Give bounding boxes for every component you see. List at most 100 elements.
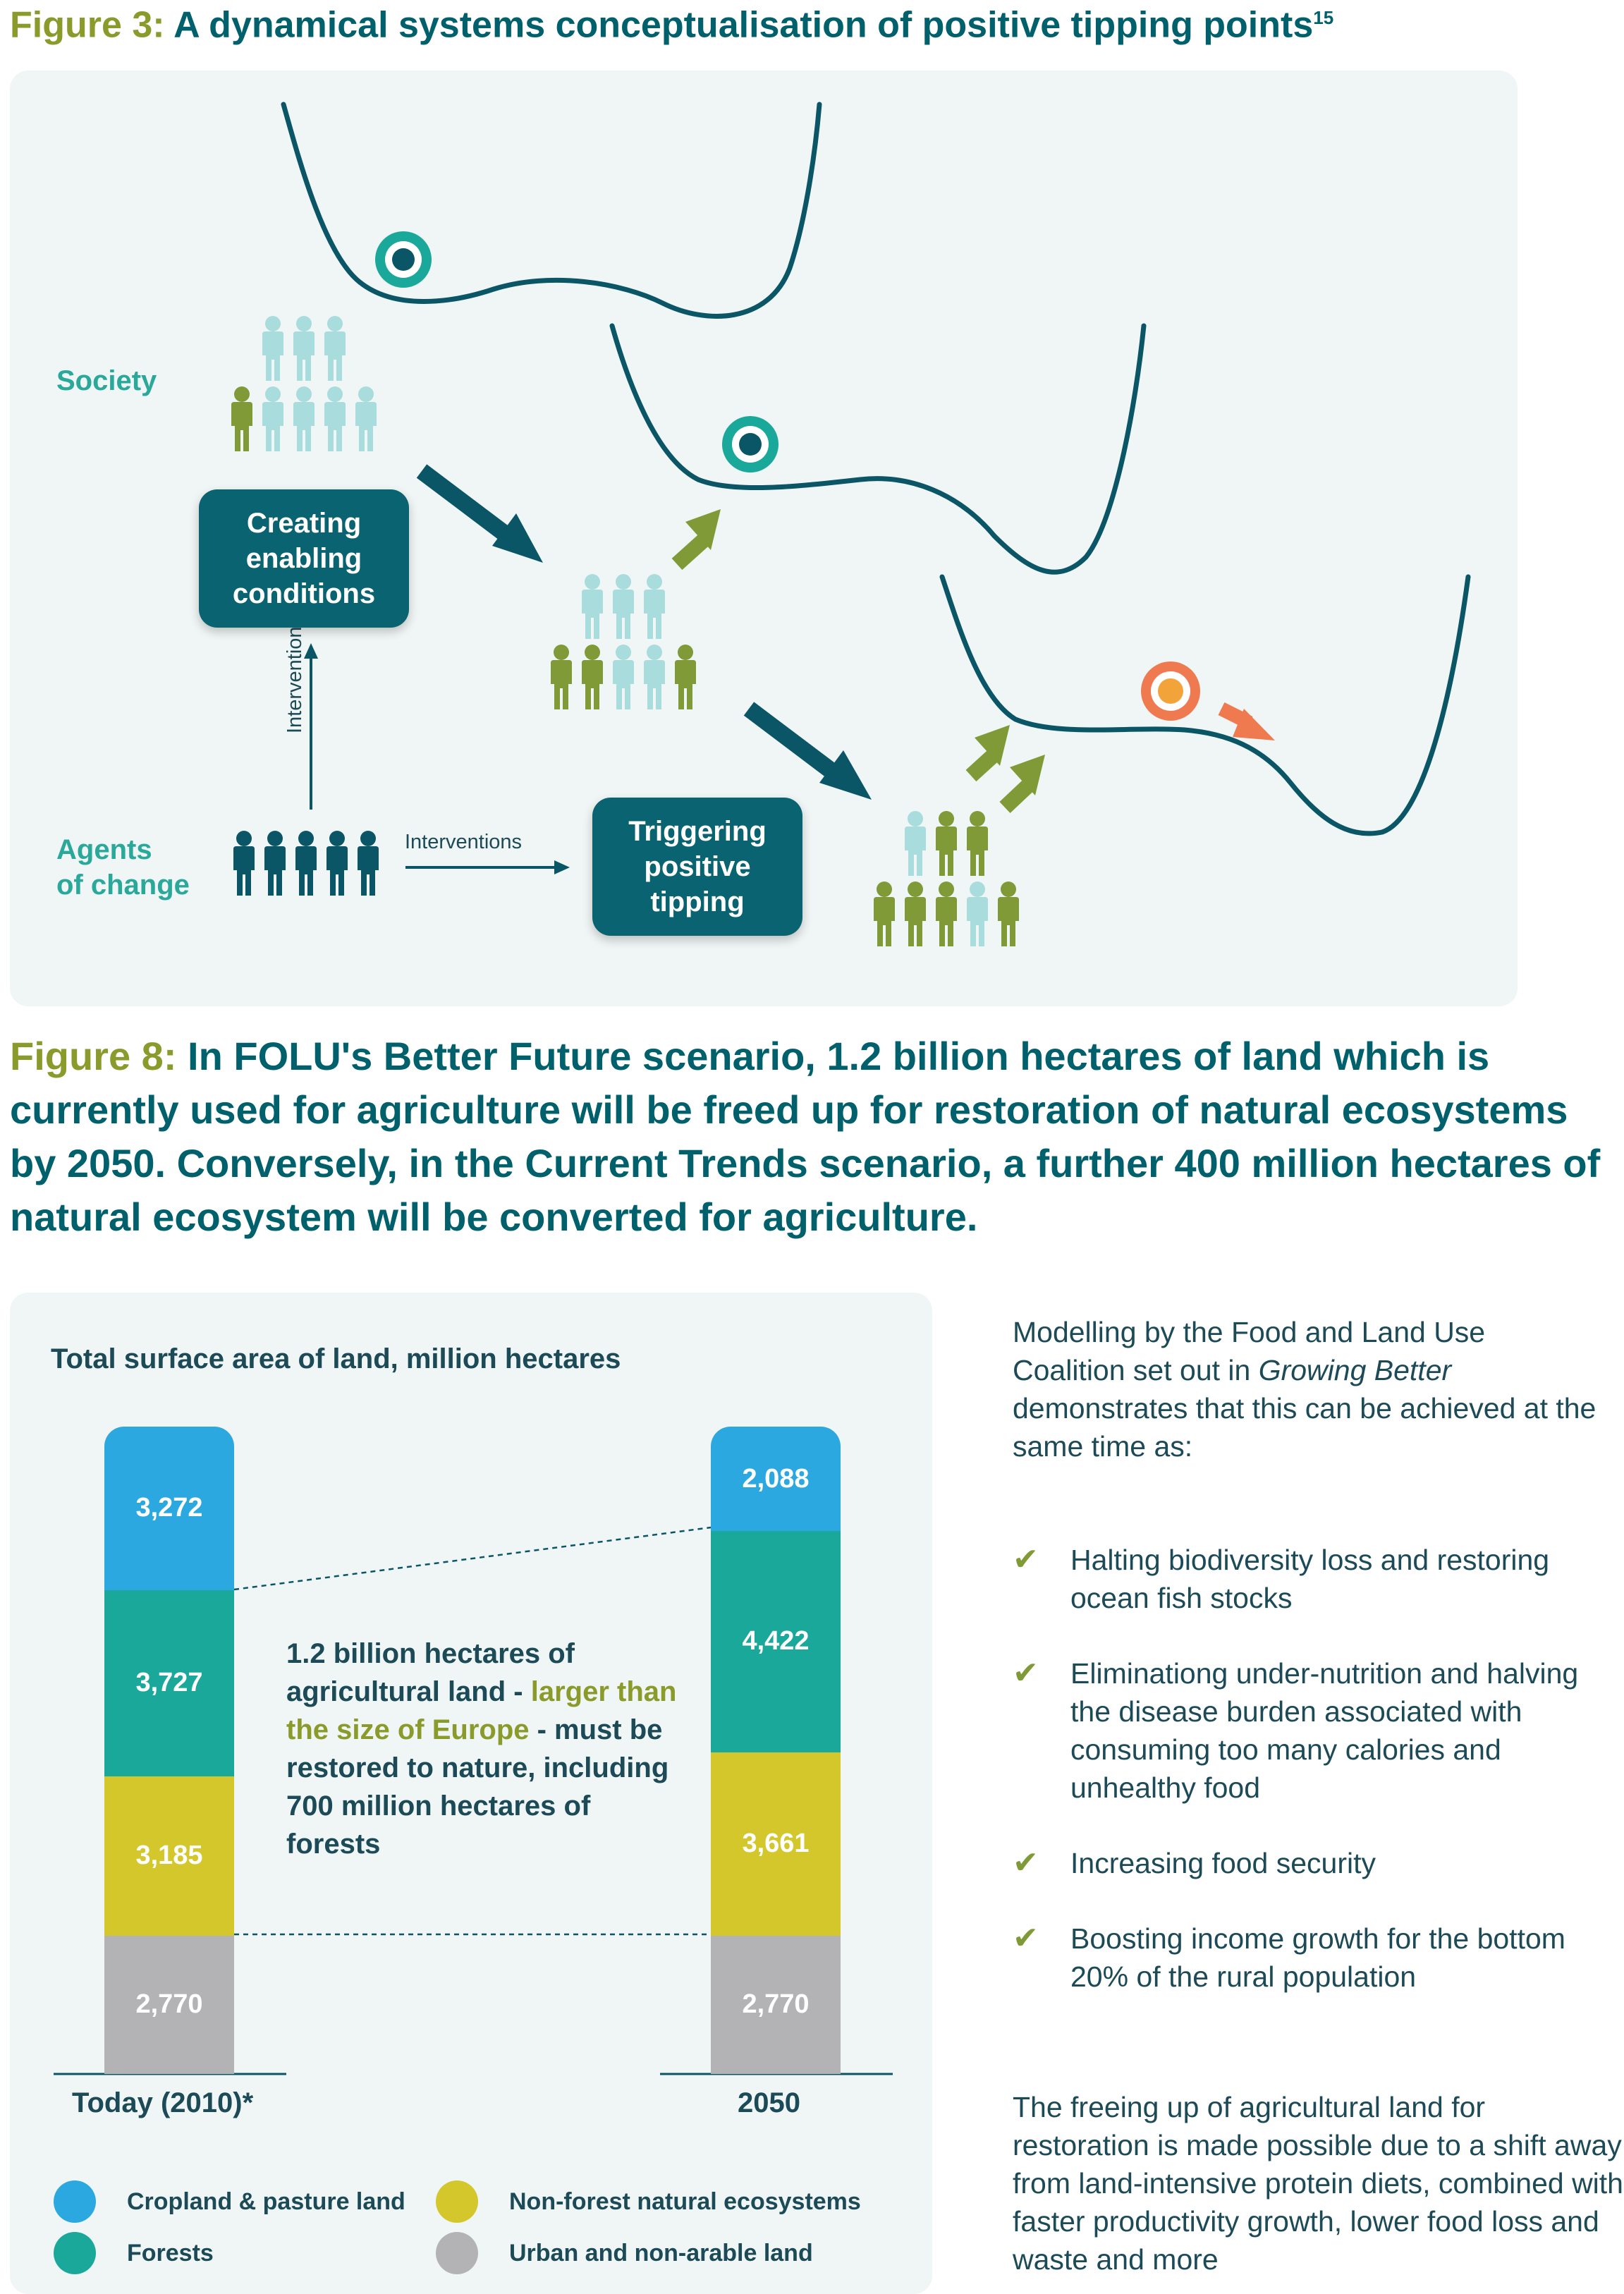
legend-swatch-non-forest <box>436 2180 478 2223</box>
person-icon <box>936 881 957 946</box>
legend-item-forests: Forests <box>54 2232 214 2274</box>
check-icon: ✔ <box>1013 1921 1039 1956</box>
green-up-arrow-3-icon <box>999 755 1045 814</box>
check-icon: ✔ <box>1013 1845 1039 1880</box>
creating-line1: Creating <box>246 508 362 539</box>
triggering-positive-tipping-box: Triggering positive tipping <box>592 798 802 936</box>
person-icon <box>233 831 255 896</box>
figure-8-title: Figure 8: In FOLU's Better Future scenar… <box>10 1030 1604 1244</box>
person-icon <box>613 645 634 709</box>
check-icon: ✔ <box>1013 1656 1039 1690</box>
creating-line3: conditions <box>232 578 376 609</box>
agents-label-line2: of change <box>56 870 190 901</box>
check-item-text: Eliminationg under-nutrition and halving… <box>1070 1657 1579 1804</box>
legend-item-cropland: Cropland & pasture land <box>54 2180 405 2223</box>
person-icon <box>967 881 988 946</box>
legend-swatch-urban <box>436 2232 478 2274</box>
legend-swatch-cropland <box>54 2180 96 2223</box>
ball-tipping <box>1141 661 1200 721</box>
people-groups <box>231 316 1019 946</box>
landscape-curve-2 <box>609 323 1147 575</box>
figure-3-title-text: A dynamical systems conceptualisation of… <box>173 4 1314 46</box>
landscape-curve-1 <box>281 102 822 319</box>
person-icon <box>874 881 895 946</box>
person-icon <box>324 316 346 381</box>
bar-value-label: 3,272 <box>135 1493 203 1523</box>
person-icon <box>998 881 1019 946</box>
bar-segment-cropland: 2,088 <box>711 1427 841 1532</box>
figure-8-title-text: In FOLU's Better Future scenario, 1.2 bi… <box>10 1034 1601 1239</box>
annotation-text-before: 1.2 billion hectares of agricultural lan… <box>286 1638 575 1707</box>
check-list-item: ✔ Boosting income growth for the bottom … <box>1013 1920 1612 1996</box>
bar-today: 2,770 3,185 3,727 3,272 <box>104 1427 234 2074</box>
person-icon <box>644 574 665 639</box>
triggering-line2: positive <box>644 851 751 882</box>
agents-of-change-label: Agents of change <box>56 832 190 903</box>
bar-value-label: 2,770 <box>135 1989 203 2020</box>
green-up-arrow-2-icon <box>965 725 1010 782</box>
annotation-text-after: - must be restored to nature, including … <box>286 1714 669 1860</box>
landscape-curve-3 <box>939 574 1471 836</box>
annotation-highlight: larger than the size of Europe <box>286 1676 677 1745</box>
check-icon: ✔ <box>1013 1542 1039 1577</box>
person-icon <box>293 386 315 451</box>
society-label: Society <box>56 365 157 396</box>
person-icon <box>326 831 348 896</box>
category-label-2050: 2050 <box>738 2087 800 2118</box>
figure-3-title: Figure 3: A dynamical systems conceptual… <box>10 0 1333 48</box>
person-icon <box>551 645 572 709</box>
person-icon <box>324 386 346 451</box>
chart-connector-lines <box>54 1526 893 2075</box>
person-icon <box>295 831 317 896</box>
check-list-item: ✔ Eliminationg under-nutrition and halvi… <box>1013 1654 1612 1807</box>
person-icon <box>644 645 665 709</box>
person-icon <box>231 386 252 451</box>
creating-line2: enabling <box>245 543 362 574</box>
person-icon <box>262 386 283 451</box>
tipping-diagram <box>231 102 1471 946</box>
green-up-arrow-1-icon <box>671 509 721 571</box>
ball-stable-2 <box>722 416 779 472</box>
bar-value-label: 2,088 <box>742 1463 810 1494</box>
person-icon <box>905 881 926 946</box>
check-item-text: Halting biodiversity loss and restoring … <box>1070 1544 1550 1614</box>
agents-label-line1: Agents <box>56 834 152 865</box>
legend-swatch-forests <box>54 2232 96 2274</box>
person-icon <box>675 645 696 709</box>
category-label-today: Today (2010)* <box>72 2087 254 2118</box>
legend-label-non-forest: Non-forest natural ecosystems <box>509 2188 861 2215</box>
connector-top <box>233 1526 712 1591</box>
bar-value-label: 3,661 <box>742 1829 810 1859</box>
interventions-horizontal-arrow-icon <box>405 860 570 874</box>
bar-segment-forests: 3,727 <box>104 1590 234 1776</box>
intro-text-before: Modelling by the Food and Land Use Coali… <box>1013 1316 1486 1386</box>
check-item-text: Increasing food security <box>1070 1847 1376 1879</box>
legend-item-non-forest: Non-forest natural ecosystems <box>436 2180 861 2223</box>
bar-value-label: 3,185 <box>135 1841 203 1871</box>
intro-text-after: demonstrates that this can be achieved a… <box>1013 1392 1596 1463</box>
bar-segment-urban: 2,770 <box>104 1935 234 2074</box>
progress-arrow-2-icon <box>743 702 872 800</box>
figure-3-number: Figure 3: <box>10 4 165 46</box>
person-icon <box>967 811 988 876</box>
bar-2050: 2,770 3,661 4,422 2,088 <box>711 1427 841 2074</box>
person-icon <box>613 574 634 639</box>
intro-text-italic: Growing Better <box>1258 1354 1452 1386</box>
person-icon <box>936 811 957 876</box>
check-list-item: ✔ Increasing food security <box>1013 1844 1612 1882</box>
bar-segment-urban: 2,770 <box>711 1935 841 2074</box>
interventions-vertical-arrow-icon <box>304 643 318 810</box>
bar-segment-forests: 4,422 <box>711 1531 841 1752</box>
check-list: ✔ Halting biodiversity loss and restorin… <box>1013 1541 1612 1996</box>
person-icon <box>355 386 377 451</box>
legend-label-forests: Forests <box>127 2240 214 2266</box>
bar-segment-non-forest: 3,661 <box>711 1752 841 1936</box>
ball-stable-1 <box>375 231 432 288</box>
bar-segment-cropland: 3,272 <box>104 1427 234 1590</box>
person-icon <box>262 316 283 381</box>
person-icon <box>582 645 603 709</box>
person-icon <box>358 831 379 896</box>
bar-value-label: 4,422 <box>742 1626 810 1657</box>
triggering-line3: tipping <box>650 886 745 917</box>
chart-title: Total surface area of land, million hect… <box>51 1343 621 1374</box>
